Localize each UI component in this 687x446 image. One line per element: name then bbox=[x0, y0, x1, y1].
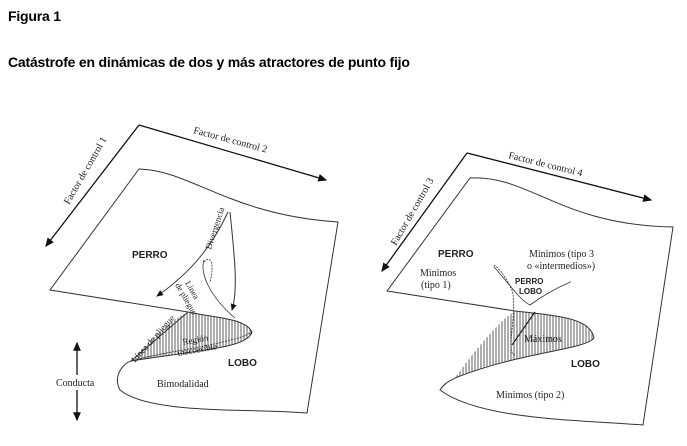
minimos-tipo-1-line-2: (tipo 1) bbox=[421, 280, 451, 291]
minimos-tipo-3-line-1: Minimos (tipo 3 bbox=[529, 249, 594, 260]
surface-sheet bbox=[386, 177, 674, 426]
minimos-tipo-3-line-2: o «intermedios») bbox=[527, 261, 595, 272]
minima-curve-1 bbox=[493, 264, 516, 356]
bimodalidad-label: Bimodalidad bbox=[157, 379, 209, 390]
lobo-label: LOBO bbox=[228, 358, 257, 369]
minimos-tipo-1-line-1: Minimos bbox=[420, 268, 456, 279]
conducta-label: Conducta bbox=[56, 378, 95, 389]
axis-factor-4-arrow bbox=[466, 152, 653, 202]
figure-label: Figura 1 bbox=[8, 8, 61, 24]
cusp-line bbox=[202, 259, 236, 319]
perro-label: PERRO bbox=[132, 250, 168, 261]
axis-factor-1-arrow bbox=[45, 124, 140, 248]
axis-factor-2-label: Factor de control 2 bbox=[192, 125, 268, 155]
axis-factor-1-label: Factor de control 1 bbox=[62, 135, 109, 206]
region-label-1: Región bbox=[182, 333, 210, 347]
axis-factor-4-label: Factor de control 4 bbox=[507, 150, 583, 179]
fold-line-left bbox=[156, 211, 229, 297]
axis-factor-3-label: Factor de control 3 bbox=[389, 176, 436, 247]
axis-factor-3-arrow bbox=[381, 152, 468, 273]
divergencia-label: Divergencia bbox=[203, 206, 226, 251]
axis-factor-2-arrow bbox=[138, 124, 328, 182]
perro-label: PERRO bbox=[438, 249, 474, 260]
minimos-tipo-2-label: Minimos (tipo 2) bbox=[496, 390, 564, 401]
figure-caption: Catástrofe en dinámicas de dos y más atr… bbox=[8, 54, 410, 70]
hatched-region bbox=[131, 312, 252, 361]
max-line bbox=[511, 311, 536, 346]
surface-sheet bbox=[49, 168, 339, 414]
minima-curve-2 bbox=[494, 267, 571, 306]
perro-lobo-label-1: PERRO bbox=[515, 277, 543, 286]
fold-line-lower bbox=[130, 311, 189, 362]
perro-lobo-label-2: LOBO bbox=[519, 287, 542, 296]
right-diagram: Factor de control 3 Factor de control 4 … bbox=[381, 150, 674, 426]
left-diagram: Factor de control 1 Factor de control 2 … bbox=[45, 124, 339, 422]
cusp-loop bbox=[203, 258, 213, 283]
hatched-region bbox=[455, 311, 594, 378]
fold-line-right bbox=[229, 211, 237, 311]
inaccessible-region-boundary bbox=[130, 331, 253, 362]
lobo-label: LOBO bbox=[571, 359, 600, 370]
maximos-label: Máximos bbox=[524, 334, 562, 345]
